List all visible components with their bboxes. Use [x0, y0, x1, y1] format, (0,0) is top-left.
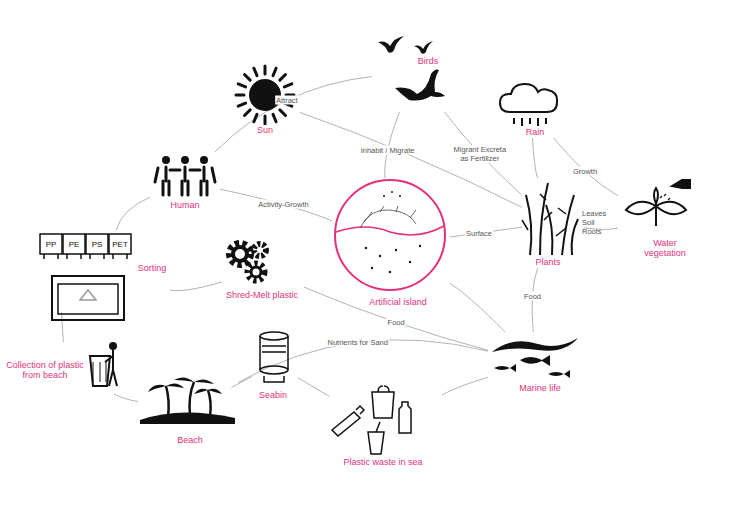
icon-node: Rain	[498, 82, 564, 138]
node-label: Shred-Melt plastic	[225, 290, 299, 300]
connector	[61, 312, 63, 342]
edge-label: Attract	[275, 96, 299, 105]
bin-label: PET	[112, 240, 128, 249]
seabin-icon	[260, 332, 288, 382]
node-label: Human	[169, 200, 200, 210]
connector	[450, 227, 522, 237]
plastic-icon	[332, 386, 411, 454]
node-label: Seabin	[258, 390, 288, 400]
node-label: Sorting	[137, 263, 168, 273]
connector	[170, 282, 222, 291]
node-label: Birds	[417, 56, 440, 66]
connector	[232, 376, 253, 387]
icon-node: Human	[150, 152, 220, 212]
marine-icon	[492, 338, 578, 378]
island-icon	[335, 180, 445, 290]
node-label: Beach	[176, 435, 204, 445]
collection-icon	[90, 343, 117, 386]
connector	[215, 77, 372, 152]
plants-icon	[522, 183, 578, 255]
icon-node: Sorting	[38, 230, 170, 322]
icon-node: Shred-Melt plastic	[222, 238, 304, 302]
bin-label: PS	[92, 240, 103, 249]
beach-icon	[140, 377, 235, 424]
rain-icon	[500, 84, 557, 126]
icon-node: Artificial island	[332, 178, 450, 312]
edge-label: Growth	[572, 167, 598, 176]
icon-node: Marine life	[488, 332, 584, 394]
icon-node: Beach	[138, 376, 238, 446]
edge-label: Activity-Growth	[257, 200, 309, 209]
humans-icon	[155, 156, 215, 195]
node-label: Marine life	[518, 383, 562, 393]
edge-label: Surface	[465, 229, 493, 238]
node-label: Artificial island	[368, 297, 428, 307]
gears-icon	[230, 244, 266, 280]
connector	[304, 287, 488, 350]
connector	[442, 377, 488, 395]
icon-node: Birds	[372, 32, 457, 112]
edge-label: Nutrients for Sand	[326, 338, 388, 347]
birds-icon	[378, 36, 445, 101]
plant-parts-label: Leaves Soil Roots	[582, 209, 612, 236]
connector	[114, 394, 138, 402]
bin-label: PP	[46, 240, 57, 249]
connector	[533, 138, 538, 178]
sorting-bins	[40, 234, 131, 320]
edge-label: Inhabit / Migrate	[360, 146, 416, 155]
icon-node: Collection of plastic from beach	[4, 342, 126, 394]
water-vegetation-icon	[626, 180, 690, 226]
icon-node: Water vegetation	[618, 178, 696, 260]
icon-node: Plastic waste in sea	[326, 388, 442, 470]
edge-label: Food	[387, 318, 406, 327]
bin-label: PE	[69, 240, 80, 249]
connector	[300, 112, 522, 207]
connector	[298, 378, 330, 397]
node-label: Plastic waste in sea	[342, 457, 423, 467]
edge-label: Migrant Excreta as Fertilizer	[449, 145, 511, 163]
node-label: Rain	[525, 127, 546, 137]
edge-label: Food	[523, 291, 542, 300]
connector	[116, 197, 150, 230]
icon-node: Plants	[522, 178, 584, 268]
node-label: Plants	[534, 257, 561, 267]
node-label: Water vegetation	[634, 238, 696, 258]
connector	[220, 189, 332, 221]
connector	[445, 112, 522, 195]
connector	[554, 138, 618, 196]
icon-node: Seabin	[252, 328, 298, 400]
node-label: Collection of plastic from beach	[4, 360, 86, 380]
node-label: Sun	[256, 125, 274, 135]
connector	[450, 283, 505, 332]
